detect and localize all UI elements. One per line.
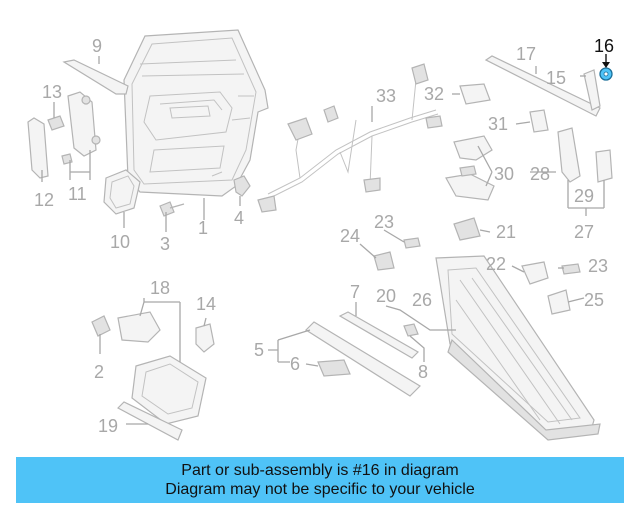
part-number-labels: 1 2 3 4 5 6 7 8 9 10 11 12 13 14 15 16 1… — [34, 36, 614, 436]
lock-30 — [453, 135, 493, 161]
bracket-24 — [373, 251, 395, 271]
label-24: 24 — [340, 226, 360, 246]
label-18: 18 — [150, 278, 170, 298]
label-19: 19 — [98, 416, 118, 436]
label-11: 11 — [68, 184, 87, 204]
label-5: 5 — [254, 340, 264, 360]
handle-22 — [521, 261, 549, 285]
label-9: 9 — [92, 36, 102, 56]
window-shade-assembly — [435, 255, 601, 441]
grab-handle-11 — [67, 91, 97, 157]
clip-4 — [233, 175, 251, 197]
door-trim-panel — [123, 29, 269, 197]
label-20: 20 — [376, 286, 396, 306]
label-32: 32 — [424, 84, 444, 104]
cap-23b — [561, 263, 581, 275]
label-15: 15 — [546, 68, 566, 88]
run-channel-17 — [484, 55, 601, 117]
label-7: 7 — [350, 282, 360, 302]
clip-8 — [403, 323, 419, 337]
label-3: 3 — [160, 234, 170, 254]
bracket-28 — [557, 127, 581, 183]
label-23a: 23 — [374, 212, 394, 232]
info-banner: Part or sub-assembly is #16 in diagram D… — [16, 457, 624, 503]
bracket-25 — [547, 289, 571, 315]
pillar-molding-12 — [27, 117, 49, 179]
parts-diagram: 1 2 3 4 5 6 7 8 9 10 11 12 13 14 15 16 1… — [27, 29, 614, 441]
label-6: 6 — [290, 354, 300, 374]
label-13: 13 — [42, 82, 62, 102]
switch-31 — [529, 109, 549, 133]
handle-21 — [453, 217, 481, 241]
speaker-cover-10 — [103, 169, 141, 215]
label-10: 10 — [110, 232, 130, 252]
sill-5 — [305, 321, 421, 397]
trim-piece-15 — [583, 69, 601, 111]
trim-strip-9 — [62, 59, 129, 95]
part-16-arrowhead — [602, 62, 610, 68]
cover-14 — [195, 323, 215, 353]
handle-assembly-18 — [117, 311, 207, 425]
label-27: 27 — [574, 222, 594, 242]
label-14: 14 — [196, 294, 216, 314]
label-28: 28 — [530, 164, 550, 184]
clip-6 — [317, 359, 351, 377]
screw-3 — [159, 201, 185, 217]
clip-16-highlighted — [599, 67, 613, 81]
leader-lines — [41, 54, 607, 425]
seal-strip-7 — [338, 311, 419, 359]
clip-2 — [91, 315, 111, 337]
clip-13 — [47, 115, 65, 131]
label-1: 1 — [198, 218, 208, 238]
label-4: 4 — [234, 208, 244, 228]
label-26: 26 — [412, 290, 432, 310]
label-31: 31 — [488, 114, 508, 134]
label-29: 29 — [574, 186, 594, 206]
label-22: 22 — [486, 254, 506, 274]
label-17: 17 — [516, 44, 536, 64]
label-2: 2 — [94, 362, 104, 382]
label-23b: 23 — [588, 256, 608, 276]
latch-29 — [595, 149, 613, 183]
label-8: 8 — [418, 362, 428, 382]
label-12: 12 — [34, 190, 54, 210]
banner-line-2: Diagram may not be specific to your vehi… — [165, 481, 475, 498]
banner-line-1: Part or sub-assembly is #16 in diagram — [181, 462, 459, 479]
label-16-highlighted: 16 — [594, 36, 614, 56]
switch-32 — [459, 83, 491, 105]
bezel-19 — [117, 401, 183, 441]
label-30: 30 — [494, 164, 514, 184]
label-25: 25 — [584, 290, 604, 310]
wiring-harness-33 — [257, 63, 443, 213]
cap-23a — [403, 237, 421, 249]
label-21: 21 — [496, 222, 516, 242]
label-33: 33 — [376, 86, 396, 106]
